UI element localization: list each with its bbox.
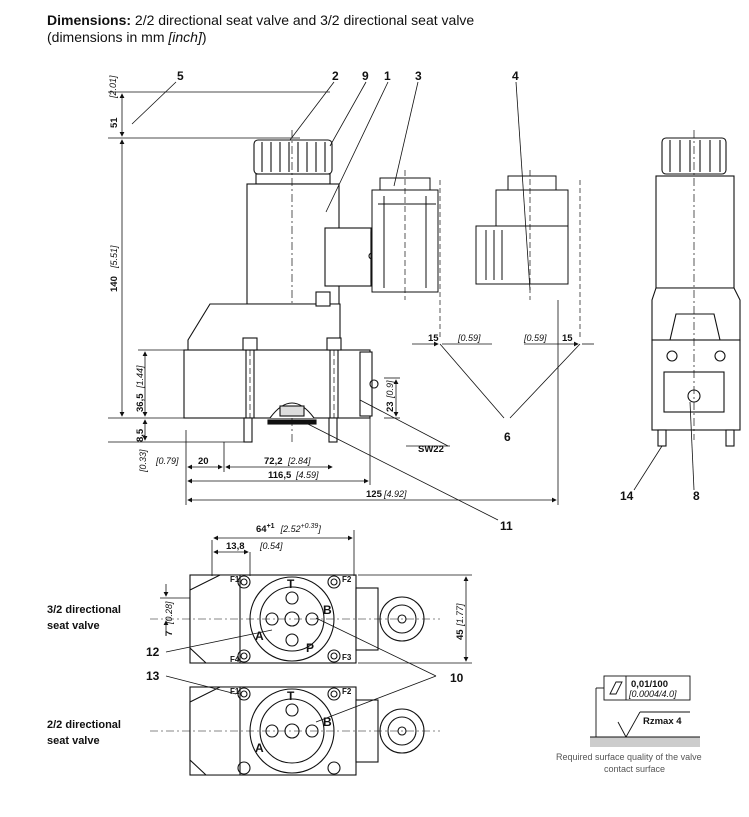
dim-15-right: 15 <box>562 333 573 344</box>
dim-116-5-inch: [4.59] <box>295 470 319 480</box>
label-3-2-line1: 3/2 directional <box>47 604 121 616</box>
knurled-nut <box>253 139 333 185</box>
dim-23-inch: [0.9] <box>385 380 395 399</box>
dim-36-5-inch: [1.44] <box>135 365 145 389</box>
port-labels: T A B P T A B <box>255 577 332 755</box>
item-labels: 5 2 9 1 3 4 6 11 14 8 12 13 10 <box>146 69 700 685</box>
valve-housing <box>187 303 341 351</box>
port-b: B <box>323 603 332 617</box>
flange-f3: F3 <box>342 653 352 662</box>
plan-view-2-2 <box>150 686 440 776</box>
title-line2-a: (dimensions in mm <box>47 29 169 45</box>
item-label-1: 1 <box>384 69 391 83</box>
item-label-9: 9 <box>362 69 369 83</box>
flange-f1: F1 <box>230 575 240 584</box>
dim-64-group: 64+1 [2.52+0.39] <box>256 523 321 535</box>
dim-13-8-inch: [0.54] <box>259 541 283 551</box>
label-2-2-valve: 2/2 directional seat valve <box>47 717 121 749</box>
port-a: A <box>255 629 264 643</box>
dim-15-left: 15 <box>428 333 439 344</box>
label-2-2-line2: seat valve <box>47 735 100 747</box>
dim-72-2-inch: [2.84] <box>287 456 311 466</box>
dim-20: 20 <box>198 456 209 467</box>
surface-tolerance: 0,01/100 <box>631 679 668 690</box>
title-bold: Dimensions: <box>47 12 132 28</box>
item-label-5: 5 <box>177 69 184 83</box>
label-2-2-line1: 2/2 directional <box>47 719 121 731</box>
item-label-14: 14 <box>620 489 634 503</box>
side-view <box>651 130 741 447</box>
dim-125: 125 <box>366 489 383 500</box>
dim-140: 140 <box>109 276 120 292</box>
dim-64-inch-end: ] <box>317 524 321 534</box>
dim-7: 7 <box>164 631 175 636</box>
dimension-texts: [2.01] 51 140 [5.51] 36,5 [1.44] 8,5 [0.… <box>108 75 573 640</box>
dim-0-59-right: [0.59] <box>523 333 547 343</box>
surface-texts: 0,01/100 [0.0004/4.0] Rzmax 4 Required s… <box>556 679 702 774</box>
item-label-13: 13 <box>146 669 160 683</box>
plug-side-view-3 <box>371 170 441 340</box>
dim-51-inch: [2.01] <box>108 75 118 99</box>
dim-64: 64 <box>256 524 267 535</box>
item-label-4: 4 <box>512 69 519 83</box>
port-p: P <box>306 641 314 655</box>
dim-140-inch: [5.51] <box>109 245 119 269</box>
surface-tolerance-inch: [0.0004/4.0] <box>628 689 677 699</box>
dim-36-5: 36,5 <box>135 393 146 412</box>
item-label-10: 10 <box>450 671 464 685</box>
dim-64-inch-tol: +0.39 <box>301 523 319 530</box>
item-label-8: 8 <box>693 489 700 503</box>
item-label-6: 6 <box>504 430 511 444</box>
surface-caption-line1: Required surface quality of the valve <box>556 752 702 762</box>
port-t: T <box>287 577 295 591</box>
dim-51: 51 <box>109 117 120 128</box>
valve-body <box>183 349 371 419</box>
plug-side-view-4 <box>475 170 581 340</box>
dim-0-79: [0.79] <box>155 456 179 466</box>
plan-view-3-2 <box>150 574 440 664</box>
surface-quality-symbol <box>590 675 700 747</box>
label-3-2-line2: seat valve <box>47 620 100 632</box>
flange-f2-2: F2 <box>342 687 352 696</box>
dim-72-2: 72,2 <box>264 456 283 467</box>
title-rest: 2/2 directional seat valve and 3/2 direc… <box>131 12 475 28</box>
dim-0-59-left: [0.59] <box>457 333 481 343</box>
dim-sw22: SW22 <box>418 444 444 455</box>
dim-8-5: 8,5 <box>135 428 146 442</box>
page-title: Dimensions: 2/2 directional seat valve a… <box>47 12 474 46</box>
dim-116-5: 116,5 <box>268 470 292 481</box>
dim-23: 23 <box>385 401 396 412</box>
item-label-3: 3 <box>415 69 422 83</box>
dim-64-tol: +1 <box>267 523 275 530</box>
title-line2-inch: [inch] <box>168 29 202 45</box>
front-view <box>183 130 402 445</box>
item-label-2: 2 <box>332 69 339 83</box>
flange-f4: F4 <box>230 655 240 664</box>
label-3-2-valve: 3/2 directional seat valve <box>47 602 121 634</box>
port-a-2: A <box>255 741 264 755</box>
flange-labels: F1 F2 F3 F4 F1 F2 <box>230 575 352 696</box>
item-label-11: 11 <box>500 519 513 533</box>
dim-8-5-inch: [0.33] <box>138 449 148 473</box>
flange-f2: F2 <box>342 575 352 584</box>
solenoid-coil <box>246 183 340 305</box>
flange-f1-2: F1 <box>230 687 240 696</box>
surface-roughness: Rzmax 4 <box>643 716 682 727</box>
surface-caption-line2: contact surface <box>604 764 665 774</box>
item-label-12: 12 <box>146 645 160 659</box>
dim-45: 45 <box>455 629 466 640</box>
dim-64-inch: [2.52 <box>280 524 301 534</box>
dim-13-8: 13,8 <box>226 541 245 552</box>
title-line2-b: ) <box>201 29 207 45</box>
port-b-2: B <box>323 715 332 729</box>
dim-45-inch: [1.77] <box>455 603 465 627</box>
dim-125-inch: [4.92] <box>383 489 407 499</box>
port-t-2: T <box>287 689 295 703</box>
dim-7-inch: [0.28] <box>164 601 174 625</box>
